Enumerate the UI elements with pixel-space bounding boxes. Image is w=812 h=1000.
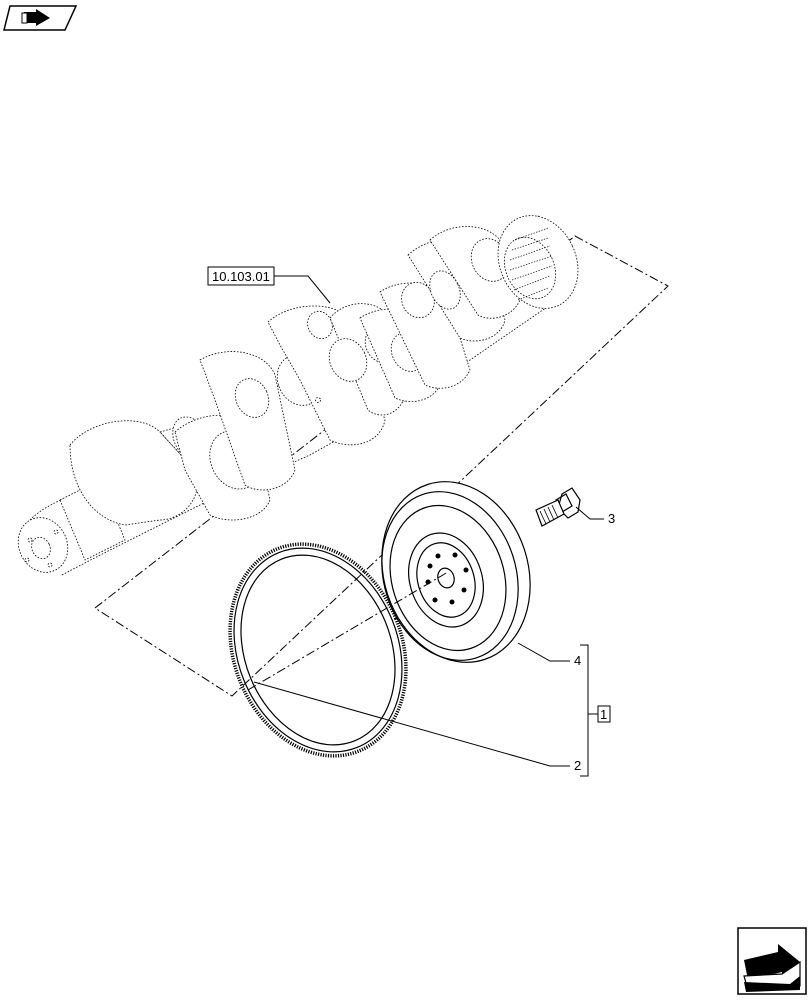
prev-page-arrow-icon bbox=[21, 9, 50, 26]
alignment-frame bbox=[94, 235, 669, 697]
callout-4-leader bbox=[517, 642, 570, 662]
crankshaft-drawing bbox=[17, 214, 579, 576]
top-nav-button[interactable] bbox=[3, 5, 78, 31]
group-callout[interactable]: 1 bbox=[597, 705, 611, 723]
callout-3-leader bbox=[575, 506, 604, 520]
callout-2-label[interactable]: 2 bbox=[574, 758, 581, 773]
bolt-drawing bbox=[535, 487, 581, 527]
ring-gear-drawing bbox=[228, 542, 408, 758]
flywheel-drawing bbox=[381, 481, 531, 663]
crankshaft-reference[interactable]: 10.103.01 bbox=[207, 266, 275, 286]
callout-2-leader bbox=[253, 681, 570, 767]
crankshaft-ref-label: 10.103.01 bbox=[212, 269, 270, 284]
group-callout-label: 1 bbox=[600, 707, 607, 722]
bottom-nav-button[interactable] bbox=[737, 927, 807, 995]
callout-4-label[interactable]: 4 bbox=[574, 653, 581, 668]
group-bracket bbox=[580, 644, 589, 777]
next-page-arrow-icon bbox=[743, 944, 801, 992]
crankshaft-leader bbox=[274, 275, 331, 304]
callout-3-label[interactable]: 3 bbox=[608, 511, 615, 526]
center-axis bbox=[247, 571, 449, 691]
